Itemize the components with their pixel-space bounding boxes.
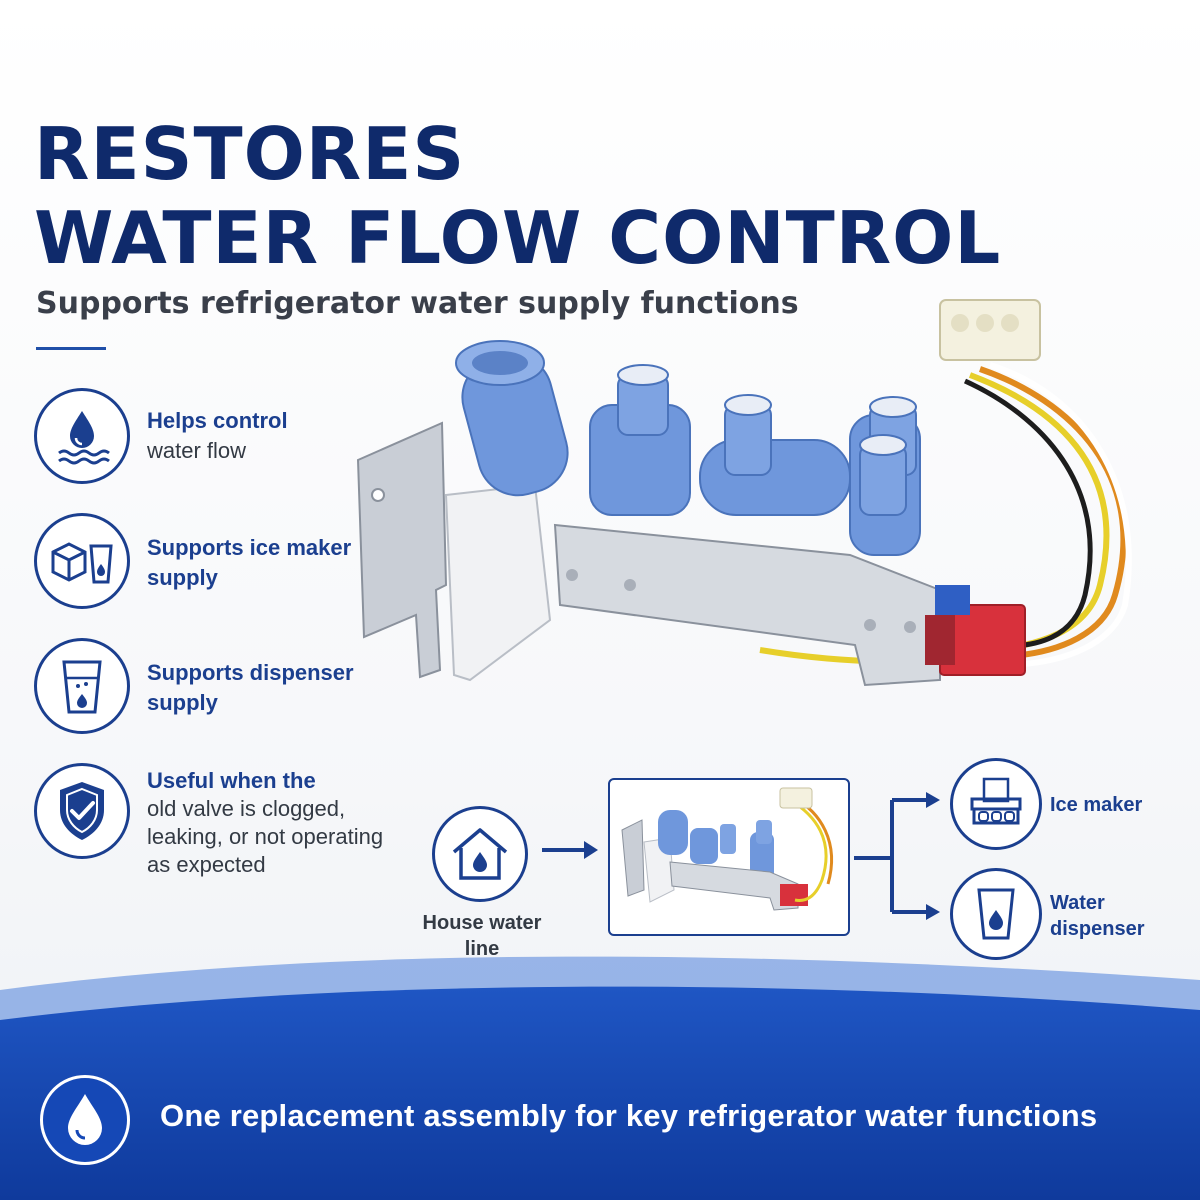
arrow-right-icon — [542, 841, 598, 859]
feature-3-title: Supports dispenser supply — [147, 660, 354, 715]
water-dispenser-label: Water dispenser — [1050, 892, 1145, 940]
footer-wave-band — [0, 956, 1200, 1200]
feature-2-title: Supports ice maker supply — [147, 535, 352, 590]
ice-maker-label: Ice maker — [1050, 794, 1143, 816]
subheadline: Supports refrigerator water supply funct… — [36, 286, 799, 321]
house-icon — [432, 806, 528, 902]
house-water-line-label: House water line — [422, 912, 542, 960]
water-valve-illustration — [356, 299, 1132, 687]
water-drop-waves-icon — [34, 388, 130, 484]
divider — [36, 347, 106, 350]
headline: RESTORES WATER FLOW CONTROL — [34, 112, 1001, 280]
footer-tagline: One replacement assembly for key refrige… — [160, 1098, 1098, 1133]
feature-4-title: Useful when the — [147, 768, 316, 793]
ice-cube-glass-icon — [34, 513, 130, 609]
feature-1-title: Helps control — [147, 408, 288, 433]
ice-maker-icon — [950, 758, 1042, 850]
headline-line-2: WATER FLOW CONTROL — [34, 196, 1002, 280]
water-glass-icon — [34, 638, 130, 734]
feature-4-text: old valve is clogged, leaking, or not op… — [147, 796, 384, 877]
footer-water-drop-icon — [40, 1075, 130, 1165]
valve-thumbnail-box — [608, 778, 850, 936]
water-dispenser-icon — [950, 868, 1042, 960]
feature-1-text: water flow — [147, 438, 247, 463]
branch-arrows-icon — [854, 792, 940, 920]
shield-check-icon — [34, 763, 130, 859]
headline-line-1: RESTORES — [34, 112, 466, 196]
